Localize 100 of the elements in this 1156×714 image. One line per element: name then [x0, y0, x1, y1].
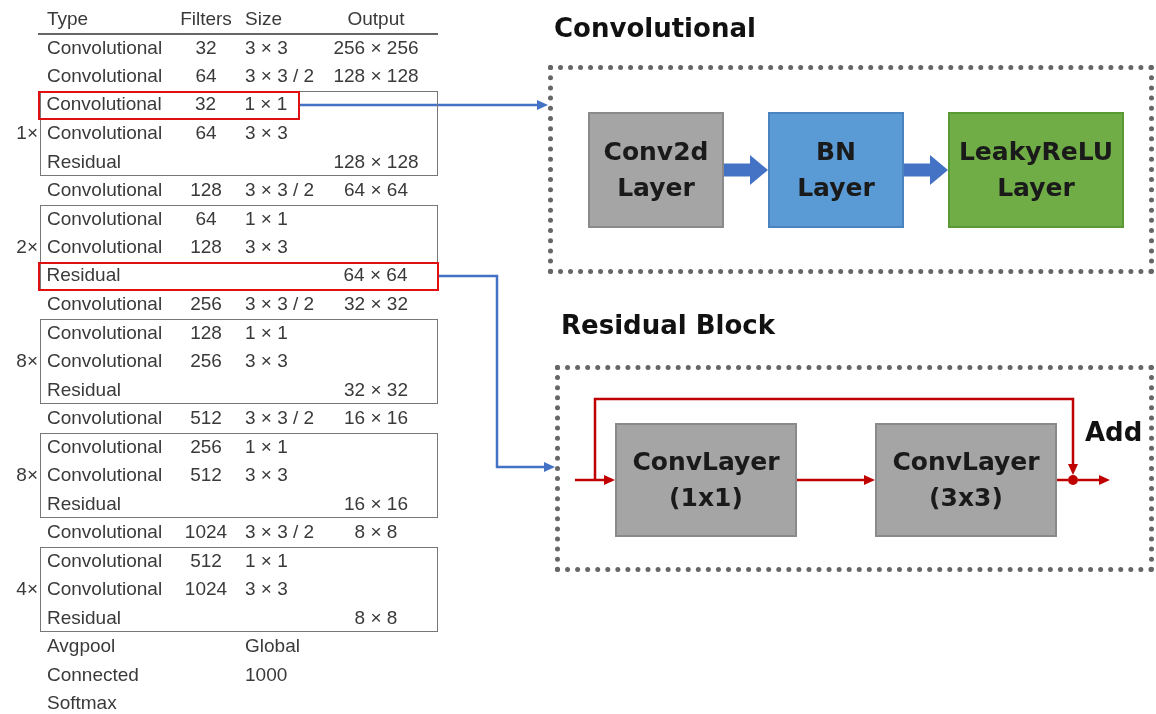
output-size: 64 × 64 — [343, 264, 408, 286]
block-arrow — [904, 155, 948, 185]
kernel-size: 3 × 3 / 2 — [245, 65, 315, 87]
filter-count: 512 — [190, 407, 222, 429]
filter-count: 32 — [195, 36, 217, 59]
kernel-size: 3 × 3 — [245, 578, 288, 600]
column-header: Type — [47, 8, 89, 30]
highlight-box — [38, 261, 439, 291]
arrow — [797, 475, 875, 485]
layer-type: Convolutional — [47, 36, 163, 59]
kernel-size: 3 × 3 — [245, 350, 288, 372]
filter-count: 256 — [190, 350, 222, 372]
kernel-size: 3 × 3 / 2 — [245, 407, 315, 429]
output-size: 8 × 8 — [354, 606, 398, 629]
kernel-size: 1 × 1 — [244, 93, 288, 115]
filter-count: 512 — [190, 549, 222, 572]
filter-count: 128 — [190, 236, 222, 258]
layer-type: Convolutional — [47, 65, 163, 87]
column-header: Filters — [180, 8, 232, 30]
arrow — [439, 274, 555, 472]
layer-box — [948, 112, 1124, 228]
kernel-size: 1000 — [245, 663, 288, 686]
layer-type: Convolutional — [47, 350, 163, 372]
layer-type: Residual — [47, 150, 121, 173]
layer-type: Convolutional — [47, 521, 163, 543]
layer-type: Convolutional — [47, 122, 163, 144]
repeat-count: 1× — [16, 122, 38, 144]
filter-count: 32 — [194, 93, 217, 115]
arrow — [1078, 475, 1110, 485]
column-header: Size — [245, 8, 282, 30]
layer-type: Residual — [47, 492, 121, 515]
layer-type: Convolutional — [46, 93, 162, 115]
filter-count: 128 — [190, 179, 222, 201]
layer-type: Convolutional — [47, 549, 163, 572]
filter-count: 64 — [195, 65, 217, 87]
layer-type: Convolutional — [47, 435, 163, 458]
kernel-size: 1 × 1 — [245, 549, 288, 572]
filter-count: 256 — [190, 293, 222, 315]
section-heading: Residual Block — [561, 309, 775, 341]
output-size: 256 × 256 — [333, 36, 419, 59]
kernel-size: 1 × 1 — [245, 207, 288, 230]
column-header: Output — [347, 8, 405, 30]
layer-box — [615, 423, 797, 537]
repeat-count: 2× — [16, 236, 38, 258]
box-label: Conv2d Layer — [602, 136, 710, 204]
layer-box — [875, 423, 1057, 537]
layer-type: Connected — [47, 663, 139, 686]
box-label: LeakyReLU Layer — [957, 136, 1115, 204]
kernel-size: 3 × 3 — [245, 464, 288, 486]
filter-count: 128 — [190, 321, 222, 344]
arrow — [300, 100, 548, 110]
repeat-count: 8× — [16, 464, 38, 486]
layer-type: Convolutional — [47, 179, 163, 201]
output-size: 16 × 16 — [344, 407, 408, 429]
kernel-size: 1 × 1 — [245, 435, 288, 458]
box-label: ConvLayer (3x3) — [891, 446, 1041, 514]
layer-type: Convolutional — [47, 293, 163, 315]
layer-type: Residual — [47, 378, 121, 401]
filter-count: 1024 — [184, 521, 228, 543]
kernel-size: 3 × 3 / 2 — [245, 179, 315, 201]
highlight-box — [38, 90, 300, 120]
junction-dot — [1068, 475, 1078, 485]
output-size: 128 × 128 — [333, 150, 419, 173]
layer-type: Softmax — [47, 692, 117, 714]
layer-box — [768, 112, 904, 228]
layer-type: Convolutional — [47, 321, 163, 344]
filter-count: 256 — [190, 435, 222, 458]
layer-type: Convolutional — [47, 207, 163, 230]
repeat-count: 4× — [16, 578, 38, 600]
output-size: 16 × 16 — [344, 492, 408, 515]
kernel-size: 3 × 3 / 2 — [245, 293, 315, 315]
kernel-size: 3 × 3 / 2 — [245, 521, 315, 543]
repeat-count: 8× — [16, 350, 38, 372]
layer-type: Residual — [46, 264, 121, 286]
kernel-size: 3 × 3 — [245, 36, 288, 59]
layer-type: Residual — [47, 606, 121, 629]
kernel-size: Global — [245, 635, 300, 657]
layer-type: Avgpool — [47, 635, 116, 657]
output-size: 32 × 32 — [344, 378, 408, 401]
filter-count: 1024 — [184, 578, 228, 600]
kernel-size: 3 × 3 — [245, 236, 288, 258]
box-label: BN Layer — [796, 136, 876, 204]
block-arrow — [724, 155, 768, 185]
kernel-size: 3 × 3 — [245, 122, 288, 144]
output-size: 8 × 8 — [354, 521, 398, 543]
layer-type: Convolutional — [47, 407, 163, 429]
layer-type: Convolutional — [47, 236, 163, 258]
operation-label: Add — [1085, 416, 1143, 448]
filter-count: 64 — [195, 207, 217, 230]
section-heading: Convolutional — [554, 12, 756, 44]
layer-type: Convolutional — [47, 464, 163, 486]
filter-count: 512 — [190, 464, 222, 486]
kernel-size: 1 × 1 — [245, 321, 288, 344]
output-size: 128 × 128 — [333, 65, 419, 87]
output-size: 32 × 32 — [344, 293, 408, 315]
layer-type: Convolutional — [47, 578, 163, 600]
layer-box — [588, 112, 724, 228]
arrow — [575, 475, 615, 485]
filter-count: 64 — [195, 122, 217, 144]
output-size: 64 × 64 — [344, 179, 408, 201]
